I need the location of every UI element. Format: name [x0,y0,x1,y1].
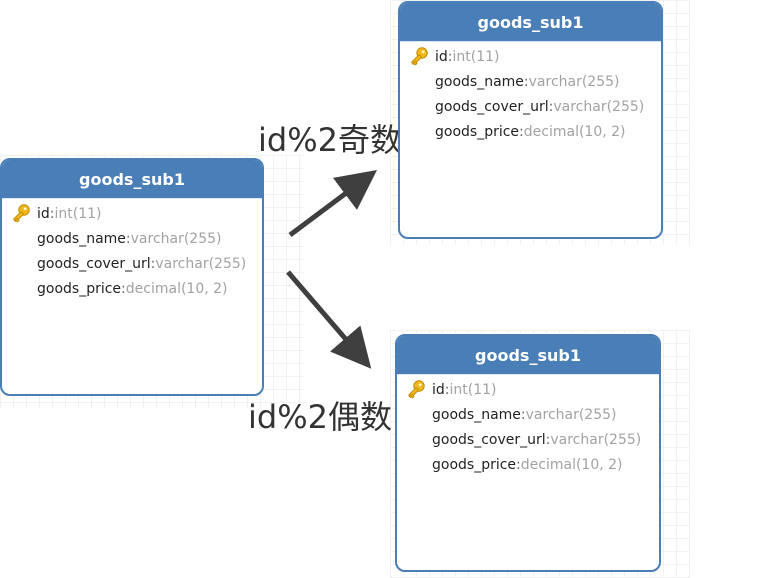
source-table-fields: id : int(11) goods_name : varchar(255) g… [2,199,262,301]
field-name: goods_cover_url [435,98,549,115]
odd-table-title: goods_sub1 [400,3,661,42]
odd-table-goods-sub1[interactable]: goods_sub1 id : int(11) goods_name : var… [398,1,663,239]
field-separator: : [545,431,551,448]
even-field-id[interactable]: id : int(11) [397,377,659,402]
field-type: varchar(255) [528,73,620,90]
even-table-title: goods_sub1 [397,336,659,375]
field-name: goods_price [432,456,517,473]
even-field-goods-cover-url[interactable]: goods_cover_url : varchar(255) [397,427,659,452]
odd-table-fields: id : int(11) goods_name : varchar(255) g… [400,42,661,144]
odd-field-id[interactable]: id : int(11) [400,44,661,69]
field-name: goods_price [37,280,122,297]
field-type: decimal(10, 2) [523,123,626,140]
source-table-goods-sub1[interactable]: goods_sub1 id : int(11) goods_name : var… [0,158,264,396]
source-table-title: goods_sub1 [2,160,262,199]
field-type: decimal(10, 2) [520,456,623,473]
field-separator: : [121,280,126,297]
field-separator: : [49,205,55,222]
field-separator: : [125,230,131,247]
even-label: id%2偶数 [248,398,392,436]
field-type: varchar(255) [525,406,617,423]
field-type: varchar(255) [130,230,222,247]
field-type: decimal(10, 2) [125,280,228,297]
field-type: varchar(255) [550,431,642,448]
field-separator: : [520,406,526,423]
field-separator: : [516,456,521,473]
primary-key-icon [13,204,30,223]
source-field-goods-name[interactable]: goods_name : varchar(255) [2,226,262,251]
field-separator: : [447,48,453,65]
field-separator: : [519,123,524,140]
field-type: varchar(255) [155,255,247,272]
field-separator: : [150,255,156,272]
field-name: id [435,48,448,65]
field-separator: : [444,381,450,398]
source-field-id[interactable]: id : int(11) [2,201,262,226]
odd-field-goods-cover-url[interactable]: goods_cover_url : varchar(255) [400,94,661,119]
even-table-fields: id : int(11) goods_name : varchar(255) g… [397,375,659,477]
field-separator: : [548,98,554,115]
source-field-goods-cover-url[interactable]: goods_cover_url : varchar(255) [2,251,262,276]
even-table-goods-sub1[interactable]: goods_sub1 id : int(11) goods_name : var… [395,334,661,572]
source-field-goods-price[interactable]: goods_price : decimal(10, 2) [2,276,262,301]
field-type: int(11) [54,205,102,222]
even-field-goods-price[interactable]: goods_price : decimal(10, 2) [397,452,659,477]
field-name: goods_name [37,230,126,247]
field-name: goods_cover_url [432,431,546,448]
odd-field-goods-price[interactable]: goods_price : decimal(10, 2) [400,119,661,144]
primary-key-icon [408,380,425,399]
odd-label: id%2奇数 [258,121,402,159]
even-field-goods-name[interactable]: goods_name : varchar(255) [397,402,659,427]
field-name: id [37,205,50,222]
field-name: goods_name [432,406,521,423]
field-type: int(11) [449,381,497,398]
odd-field-goods-name[interactable]: goods_name : varchar(255) [400,69,661,94]
field-name: goods_cover_url [37,255,151,272]
primary-key-icon [411,47,428,66]
field-type: varchar(255) [553,98,645,115]
field-name: id [432,381,445,398]
field-separator: : [523,73,529,90]
field-name: goods_price [435,123,520,140]
field-type: int(11) [452,48,500,65]
field-name: goods_name [435,73,524,90]
